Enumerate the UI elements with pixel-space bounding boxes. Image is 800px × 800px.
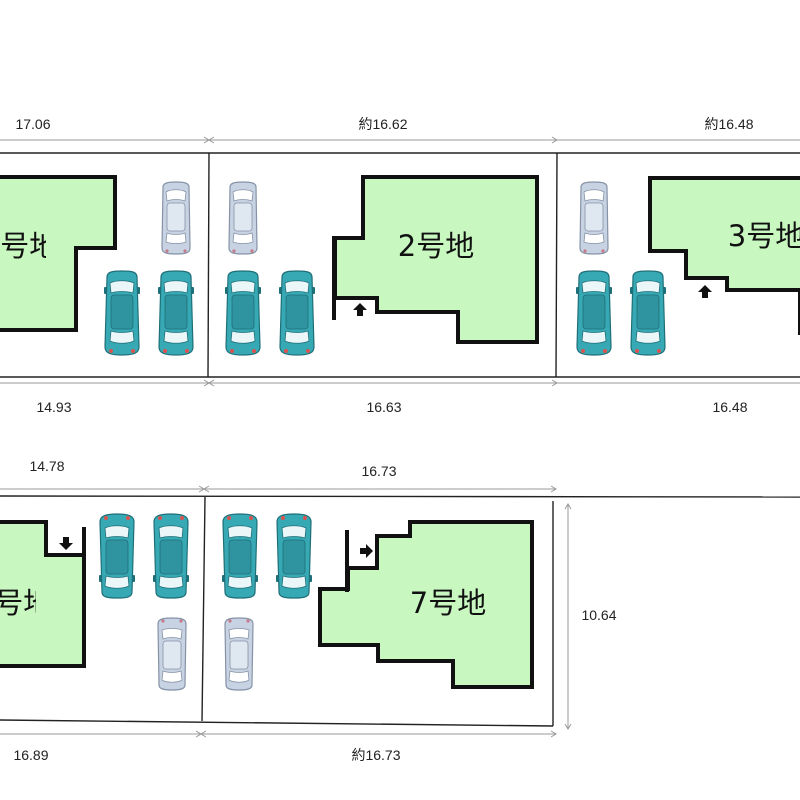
lot-2-building [333,175,539,344]
lot-3: 3号地 [575,176,800,356]
entrance-arrow-icon [360,544,373,558]
lot-1-label: 1号地 [0,229,58,263]
dim-top-lot3: 約16.48 [704,116,753,132]
car-teal-icon [103,270,141,356]
car-grey-icon [161,181,191,255]
lot-2: 2号地 [224,175,539,356]
entrance-arrow-icon [353,303,367,316]
lot-7-label: 7号地 [410,586,486,620]
dim-top-lot6: 14.78 [29,458,64,474]
car-teal-icon [275,513,313,599]
lot-2-label: 2号地 [398,229,474,263]
lot-6-label: 6号地 [0,586,52,620]
bottom-row-front-boundary [0,495,800,498]
lot-3-building [648,176,800,335]
car-teal-icon [152,513,190,599]
entrance-arrow-icon [59,537,73,550]
car-teal-icon [224,270,262,356]
entrance-arrow-icon [698,285,712,298]
car-teal-icon [221,513,259,599]
lot-7-building [318,520,534,689]
dim-bottom-lot7: 約16.73 [351,747,400,763]
car-grey-icon [579,181,609,255]
lot-3-label: 3号地 [728,219,800,253]
car-teal-icon [278,270,316,356]
lot-6: 6号地 [0,513,190,691]
car-teal-icon [575,270,613,356]
dim-top-lot7: 16.73 [361,463,396,479]
car-grey-icon [224,617,254,691]
dim-bottom-lot6: 16.89 [13,747,48,763]
dim-bottom-lot3: 16.48 [712,399,747,415]
dim-bottom-lot1: 14.93 [36,399,71,415]
boundary-lot1-lot2 [207,152,210,378]
car-teal-icon [98,513,136,599]
dim-top-lot2: 約16.62 [358,116,407,132]
lot-7: 7号地 [221,513,534,691]
lot-1: 1号地 [0,175,195,356]
bottom-row-back-boundary [0,719,554,727]
dim-bottom-lot2: 16.63 [366,399,401,415]
dim-side-lot7: 10.64 [581,607,616,623]
boundary-lot2-lot3 [555,152,558,378]
dim-top-lot1: 17.06 [15,116,50,132]
car-teal-icon [157,270,195,356]
car-teal-icon [629,270,667,356]
lot-1-building [0,175,117,332]
car-grey-icon [157,617,187,691]
car-grey-icon [228,181,258,255]
boundary-lot6-lot7 [201,496,206,722]
